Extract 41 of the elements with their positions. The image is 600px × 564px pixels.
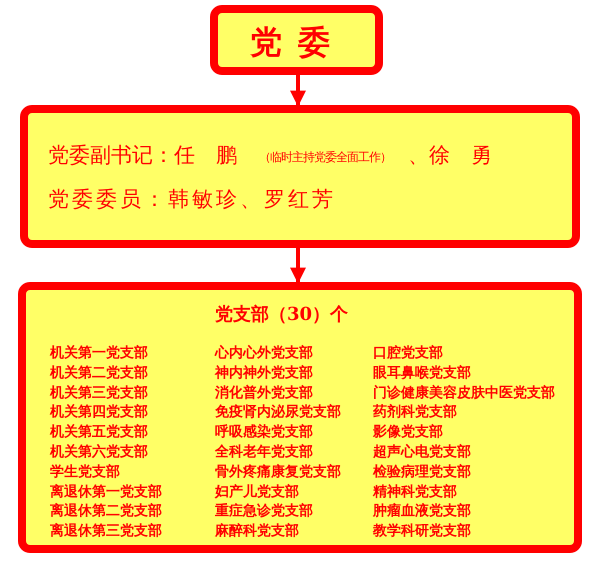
branch-name: 眼耳鼻喉党支部 xyxy=(373,364,471,382)
branch-name: 离退休第一党支部 xyxy=(50,482,162,501)
branch-name: 机关第一党支部 xyxy=(50,344,148,362)
arrow xyxy=(290,248,306,284)
members-box xyxy=(20,105,580,248)
branch-name: 精神科党支部 xyxy=(373,482,457,501)
branch-name: 药剂科党支部 xyxy=(373,403,457,422)
branch-name: 呼吸感染党支部 xyxy=(215,423,313,442)
branch-name: 门诊健康美容皮肤中医党支部 xyxy=(373,384,555,402)
branch-name: 麻醉科党支部 xyxy=(215,522,299,540)
branch-name: 超声心电党支部 xyxy=(373,443,471,461)
branch-name: 口腔党支部 xyxy=(373,344,443,362)
branch-name: 消化普外党支部 xyxy=(215,384,313,402)
branch-name: 影像党支部 xyxy=(373,423,443,442)
branch-name: 免疫肾内泌尿党支部 xyxy=(215,403,341,422)
branch-name: 离退休第三党支部 xyxy=(50,522,162,540)
member-text: 党委副书记：任 鹏 xyxy=(48,142,237,169)
branch-name: 机关第五党支部 xyxy=(50,423,148,442)
note-text: （临时主持党委全面工作） xyxy=(259,149,391,166)
branch-name: 机关第六党支部 xyxy=(50,443,148,461)
branch-name: 重症急诊党支部 xyxy=(215,502,313,520)
branch-name: 骨外疼痛康复党支部 xyxy=(215,462,341,481)
branch-name: 机关第四党支部 xyxy=(50,403,148,422)
branch-name: 神内神外党支部 xyxy=(215,364,313,382)
title-text: 党委 xyxy=(250,22,346,63)
member-text: 党委委员：韩敏珍、罗红芳 xyxy=(48,186,336,213)
arrow xyxy=(290,75,306,107)
branch-name: 离退休第二党支部 xyxy=(50,502,162,520)
branch-name: 机关第三党支部 xyxy=(50,384,148,402)
branch-name: 全科老年党支部 xyxy=(215,443,313,461)
branch-name: 学生党支部 xyxy=(50,462,120,481)
branches-box xyxy=(18,282,582,553)
branch-name: 检验病理党支部 xyxy=(373,462,471,481)
branch-name: 心内心外党支部 xyxy=(215,344,313,362)
branch-name: 教学科研党支部 xyxy=(373,522,471,540)
branch-name: 妇产儿党支部 xyxy=(215,482,299,501)
heading-text: 党支部（30）个 xyxy=(215,303,348,326)
committee-box xyxy=(210,5,383,75)
member-text: 、徐 勇 xyxy=(408,142,492,169)
branch-name: 肿瘤血液党支部 xyxy=(373,502,471,520)
branch-name: 机关第二党支部 xyxy=(50,364,148,382)
